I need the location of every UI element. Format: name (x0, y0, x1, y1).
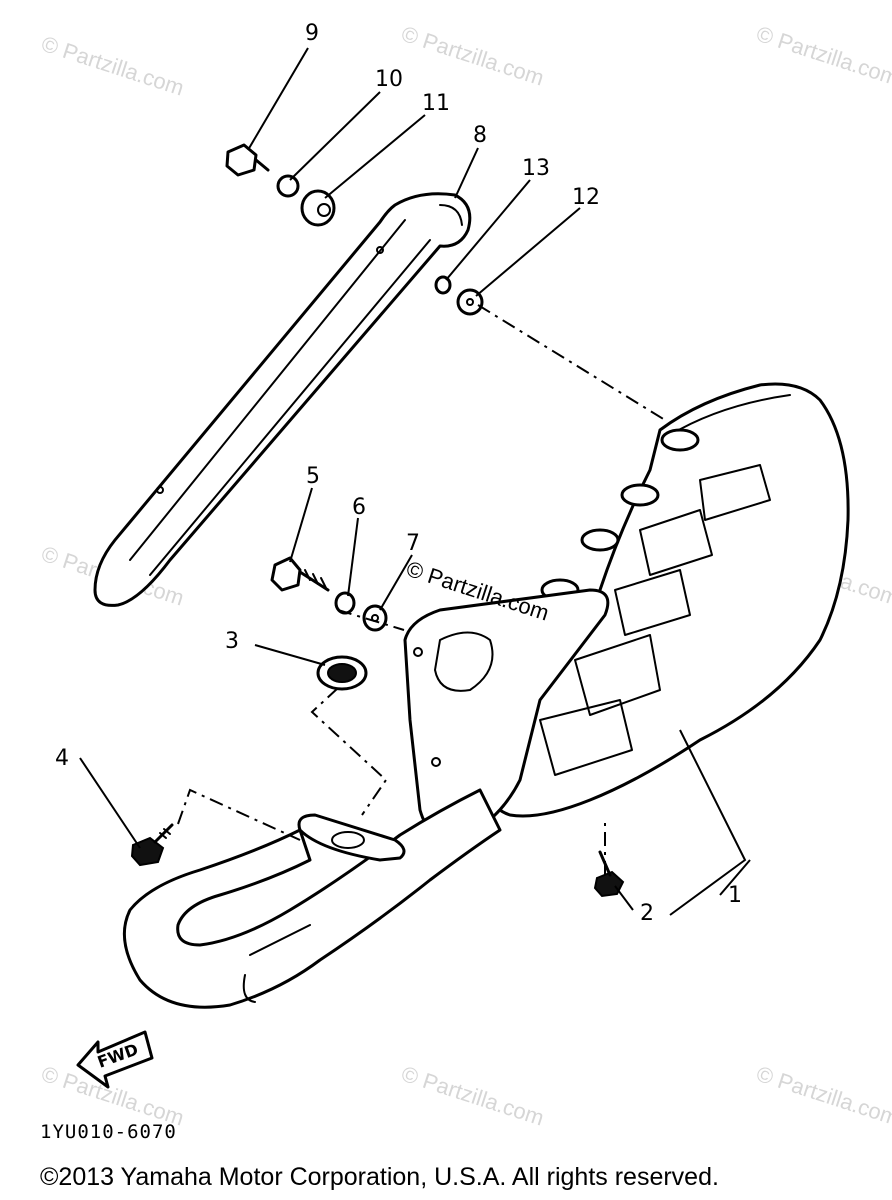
bracket-bar-part-8 (93, 192, 472, 607)
label-part-7: 7 (406, 531, 420, 556)
watermark-text: © Partzilla.com (398, 21, 547, 91)
part-number-labels: 9 10 11 8 13 12 5 6 7 3 4 2 1 (55, 21, 742, 926)
pipe-flange (297, 813, 406, 862)
watermark-text: © Partzilla.com (398, 1061, 547, 1131)
label-part-2: 2 (640, 901, 654, 926)
watermark-text: © Partzilla.com (753, 1061, 892, 1131)
label-part-12: 12 (572, 185, 600, 210)
label-part-6: 6 (352, 495, 366, 520)
label-part-9: 9 (305, 21, 319, 46)
label-part-10: 10 (375, 67, 403, 92)
label-part-13: 13 (522, 156, 550, 181)
diagram-code: 1YU010-6070 (40, 1121, 177, 1143)
label-part-4: 4 (55, 746, 69, 771)
label-part-8: 8 (473, 123, 487, 148)
label-part-1: 1 (728, 883, 742, 908)
leader-lines (79, 47, 751, 916)
label-part-3: 3 (225, 629, 239, 654)
gasket-part-3 (316, 655, 368, 691)
label-part-5: 5 (306, 464, 320, 489)
watermark-text: © Partzilla.com (38, 31, 187, 101)
label-part-11: 11 (422, 91, 450, 116)
copyright-text: ©2013 Yamaha Motor Corporation, U.S.A. A… (40, 1163, 719, 1191)
bolt-part-4 (130, 823, 174, 867)
fwd-arrow-icon: FWD (76, 1030, 154, 1089)
bolt-part-5 (270, 556, 330, 592)
damper-part-11 (300, 189, 336, 227)
exhaust-pipe (122, 788, 502, 1009)
washer-part-7 (362, 604, 388, 632)
nut-part-13 (434, 275, 452, 295)
collar-part-10 (276, 174, 300, 198)
bolt-part-9 (225, 143, 270, 177)
watermark-text: © Partzilla.com (753, 21, 892, 91)
